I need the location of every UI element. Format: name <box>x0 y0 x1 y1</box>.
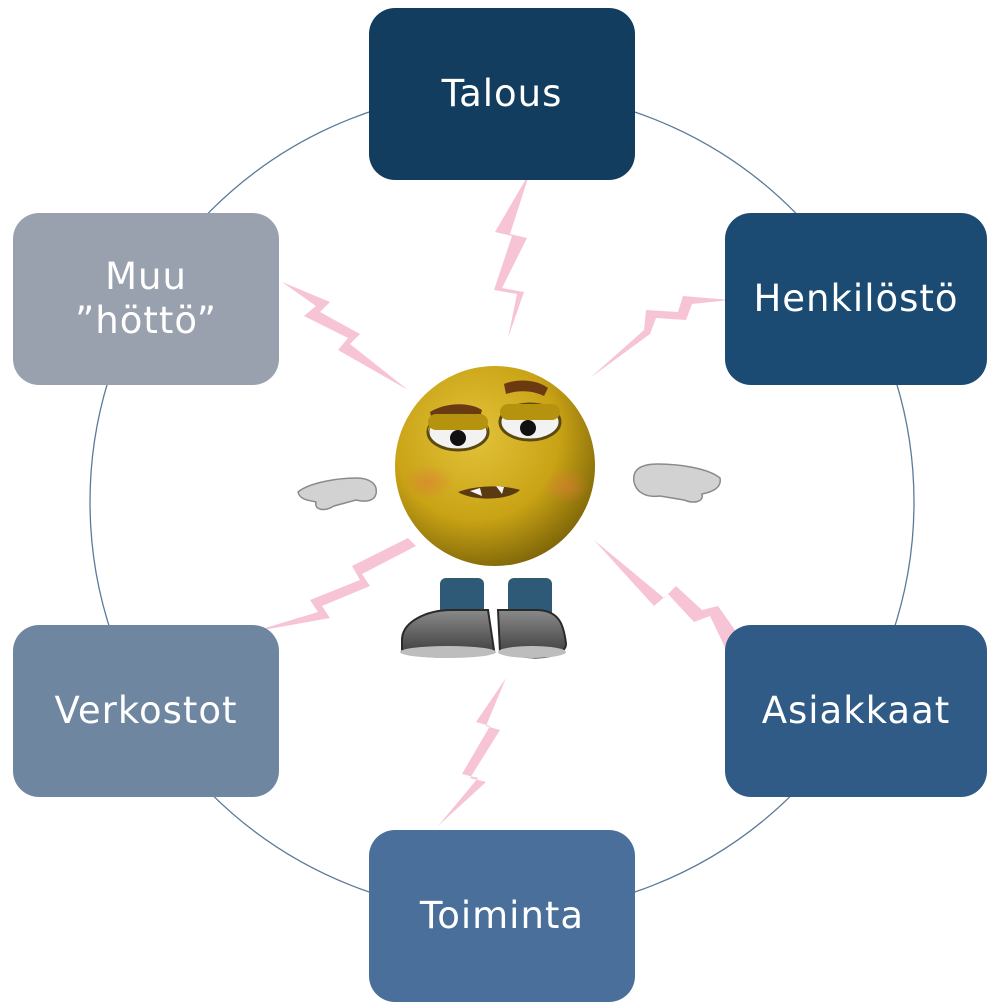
bolt-toiminta <box>438 678 506 826</box>
right-sole <box>498 646 566 658</box>
node-verkostot: Verkostot <box>13 625 279 797</box>
left-hand-icon <box>297 477 378 511</box>
left-lid-cover <box>428 414 488 430</box>
right-pupil <box>520 420 536 436</box>
right-lid-cover <box>500 404 560 420</box>
node-toiminta: Toiminta <box>369 830 635 1002</box>
bolt-hotto <box>282 282 408 390</box>
node-talous: Talous <box>369 8 635 180</box>
left-cheek <box>402 464 454 500</box>
bolt-henkilosto <box>590 296 730 378</box>
node-verkostot-label: Verkostot <box>54 688 238 732</box>
right-brow <box>504 380 548 396</box>
right-hand-icon <box>632 463 721 503</box>
left-pupil <box>450 430 466 446</box>
bolt-verkostot <box>252 538 416 632</box>
node-talous-label: Talous <box>441 71 563 115</box>
right-cheek <box>542 468 590 504</box>
node-muu-hotto: Muu ”höttö” <box>13 213 279 385</box>
node-henkilosto-label: Henkilöstö <box>753 276 959 320</box>
teeth <box>470 486 504 496</box>
node-asiakkaat: Asiakkaat <box>725 625 987 797</box>
mouth <box>458 486 520 499</box>
node-muu-hotto-label: Muu ”höttö” <box>75 254 217 342</box>
left-sole <box>400 646 496 658</box>
node-toiminta-label: Toiminta <box>419 893 585 937</box>
node-asiakkaat-label: Asiakkaat <box>761 688 951 732</box>
node-henkilosto: Henkilöstö <box>725 213 987 385</box>
bolt-talous <box>494 172 530 338</box>
left-brow <box>430 404 482 420</box>
stressed-emoji-figure <box>297 366 721 659</box>
bolt-asiakkaat <box>594 540 742 662</box>
